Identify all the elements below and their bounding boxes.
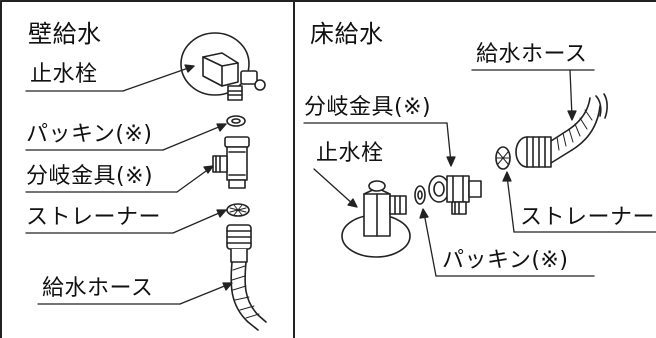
floor-supply-hose-label: 給水ホース — [476, 42, 588, 67]
floor-panel-title: 床給水 — [310, 20, 384, 48]
floor-branch-fitting-label: 分岐金具(※) — [304, 95, 432, 120]
wall-leader-lines — [25, 64, 233, 305]
floor-leader-lines — [303, 69, 656, 277]
wall-branch-fitting — [212, 136, 250, 189]
floor-stop-valve — [341, 180, 411, 258]
wall-strainer — [226, 203, 250, 217]
wall-stop-valve-label: 止水栓 — [30, 62, 98, 87]
floor-strainer-label: ストレーナー — [520, 205, 656, 230]
floor-stop-valve-label: 止水栓 — [316, 141, 384, 166]
wall-branch-fitting-label: 分岐金具(※) — [26, 164, 154, 189]
wall-packing — [226, 115, 246, 127]
wall-supply-hose-label: 給水ホース — [42, 276, 154, 301]
floor-supply-hose — [515, 93, 608, 168]
floor-strainer — [495, 146, 511, 170]
wall-packing-label: パッキン(※) — [26, 122, 153, 147]
wall-panel-title: 壁給水 — [28, 20, 102, 48]
floor-branch-fitting — [428, 175, 482, 215]
floor-packing-label: パッキン(※) — [442, 248, 569, 273]
wall-supply-hose — [226, 224, 267, 331]
wall-strainer-label: ストレーナー — [26, 205, 162, 230]
floor-packing — [414, 185, 426, 205]
wall-stop-valve — [180, 32, 266, 101]
